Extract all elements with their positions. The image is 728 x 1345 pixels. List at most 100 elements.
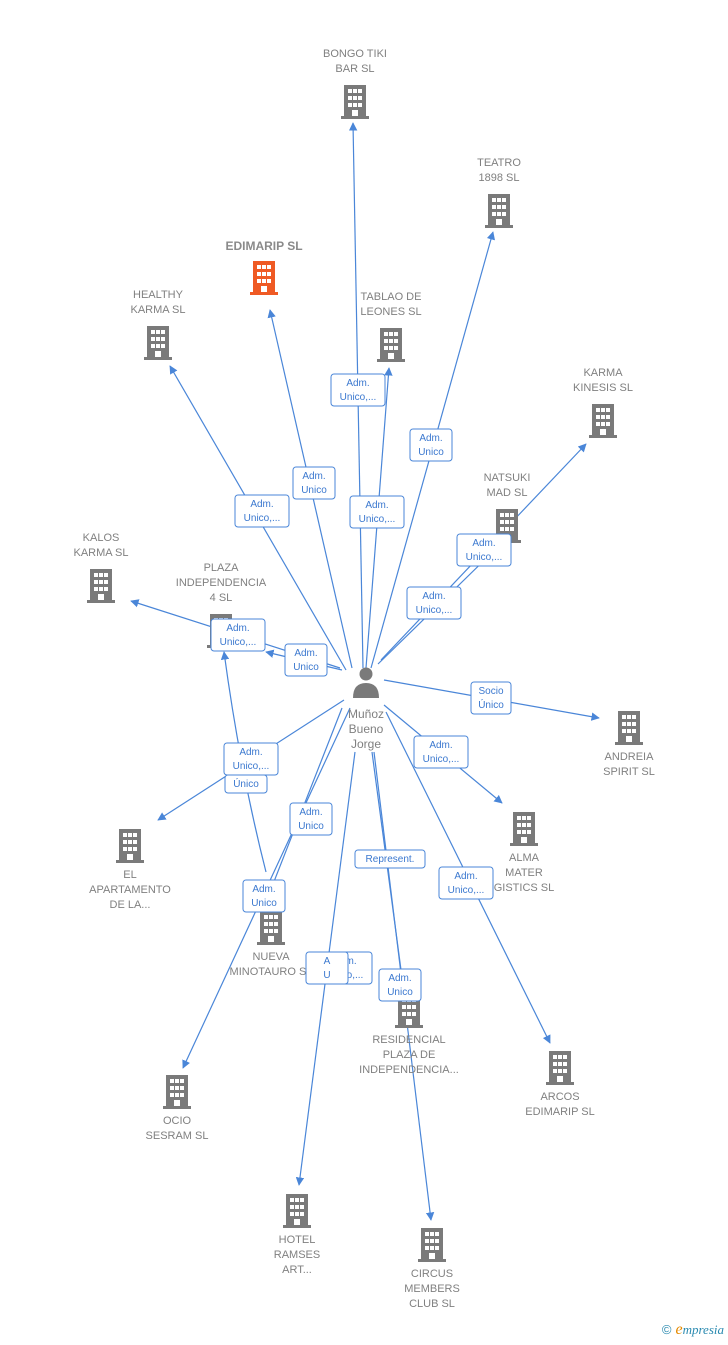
person-icon <box>353 667 379 698</box>
company-node-hotel[interactable]: HOTELRAMSESART... <box>274 1194 320 1276</box>
role-text: Adm. <box>346 378 369 389</box>
role-text: Único <box>233 777 259 790</box>
company-label: MINOTAURO SL <box>230 966 313 978</box>
role-label-plaza4[interactable]: Adm. Unico <box>284 643 328 677</box>
role-text: Unico <box>251 898 277 909</box>
role-text: Adm. <box>302 471 325 482</box>
building-icon <box>250 261 278 295</box>
company-label: HOTEL <box>279 1234 316 1246</box>
company-label: TEATRO <box>477 157 521 169</box>
company-label: 4 SL <box>210 592 233 604</box>
company-node-teatro[interactable]: TEATRO 1898 SL <box>477 157 521 228</box>
company-label: 1898 SL <box>479 172 520 184</box>
role-text: Adm. <box>294 648 317 659</box>
building-icon <box>615 711 643 745</box>
company-label: BONGO TIKI <box>323 48 387 60</box>
role-label-apartamento[interactable]: Adm.Unico,... <box>223 742 279 776</box>
role-text: Unico <box>418 447 444 458</box>
company-node-andreia[interactable]: ANDREIA SPIRIT SL <box>603 711 655 778</box>
company-label: RESIDENCIAL <box>372 1034 445 1046</box>
role-text: Adm. <box>422 591 445 602</box>
role-text: Adm. <box>388 973 411 984</box>
role-label-healthy[interactable]: Adm. Unico,... <box>234 494 290 528</box>
company-nodes: BONGO TIKI BAR SL TEATRO 1898 SL EDIMARIP SL… <box>73 48 654 1310</box>
building-icon <box>546 1051 574 1085</box>
company-label: NUEVA <box>252 951 290 963</box>
role-text: Adm. <box>250 499 273 510</box>
building-icon <box>116 829 144 863</box>
company-label: KARMA SL <box>73 547 128 559</box>
company-label: ANDREIA <box>605 751 655 763</box>
role-label-hotel2[interactable]: AU <box>305 951 349 985</box>
person-name-line: Muñoz <box>348 707 384 721</box>
role-label-natsuki[interactable]: Adm.Unico,... <box>456 533 512 567</box>
company-label: RAMSES <box>274 1249 320 1261</box>
company-label: GISTICS SL <box>494 882 555 894</box>
role-label-arcos[interactable]: Adm.Unico,... <box>438 866 494 900</box>
company-label: ARCOS <box>540 1091 579 1103</box>
role-label-kalos[interactable]: Adm.Unico,... <box>210 618 266 652</box>
role-label-ocio[interactable]: Adm.Unico <box>242 879 286 913</box>
role-text: Unico,... <box>448 885 485 896</box>
company-label: INDEPENDENCIA... <box>359 1064 459 1076</box>
role-labels: Adm.Unico,...Adm.UnicoAdm.UnicoAdm.Unico… <box>210 373 512 1002</box>
role-text: Adm. <box>419 433 442 444</box>
building-icon <box>485 194 513 228</box>
company-label: PLAZA <box>204 562 240 574</box>
building-icon <box>283 1194 311 1228</box>
company-label: LEONES SL <box>360 306 421 318</box>
role-label-tablao[interactable]: Adm.Unico,... <box>349 495 405 529</box>
company-node-minotauro[interactable]: NUEVA MINOTAURO SL <box>230 911 313 978</box>
company-label: ALMA <box>509 852 540 864</box>
building-icon <box>87 569 115 603</box>
company-label: MEMBERS <box>404 1283 460 1295</box>
company-label: APARTAMENTO <box>89 884 171 896</box>
company-node-edimarip[interactable]: EDIMARIP SL <box>225 239 303 295</box>
role-text: Adm. <box>365 500 388 511</box>
person-name-line: Bueno <box>349 722 384 736</box>
role-label-apartamento2[interactable]: Único <box>224 774 268 794</box>
role-text: Unico,... <box>233 761 270 772</box>
role-label-bongo[interactable]: Adm.Unico,... <box>330 373 386 407</box>
role-label-residencial[interactable]: Represent. <box>354 849 426 869</box>
company-label: MAD SL <box>487 487 528 499</box>
company-label: SESRAM SL <box>146 1130 209 1142</box>
building-icon <box>418 1228 446 1262</box>
role-label-karma[interactable]: Adm.Unico,... <box>406 586 462 620</box>
company-label: SPIRIT SL <box>603 766 655 778</box>
company-label: OCIO <box>163 1115 192 1127</box>
building-icon <box>163 1075 191 1109</box>
role-label-edimarip[interactable]: Adm.Unico <box>292 466 336 500</box>
company-label: BAR SL <box>335 63 374 75</box>
building-icon <box>377 328 405 362</box>
company-label: KARMA SL <box>130 304 185 316</box>
company-node-ocio[interactable]: OCIO SESRAM SL <box>146 1075 209 1142</box>
building-icon <box>257 911 285 945</box>
role-label-alma[interactable]: Adm.Unico,... <box>413 735 469 769</box>
company-node-bongo[interactable]: BONGO TIKI BAR SL <box>323 48 387 119</box>
building-icon <box>144 326 172 360</box>
role-text: Adm. <box>429 740 452 751</box>
copyright-icon: © <box>661 1322 672 1337</box>
role-label-minotauro[interactable]: Adm.Unico <box>289 802 333 836</box>
role-label-teatro[interactable]: Adm. Unico <box>409 428 453 462</box>
person-name-line: Jorge <box>351 737 381 751</box>
role-text: Unico <box>293 662 319 673</box>
role-text: Adm. <box>226 623 249 634</box>
role-text: Unico,... <box>244 513 281 524</box>
role-label-circus[interactable]: Adm.Unico <box>378 968 422 1002</box>
